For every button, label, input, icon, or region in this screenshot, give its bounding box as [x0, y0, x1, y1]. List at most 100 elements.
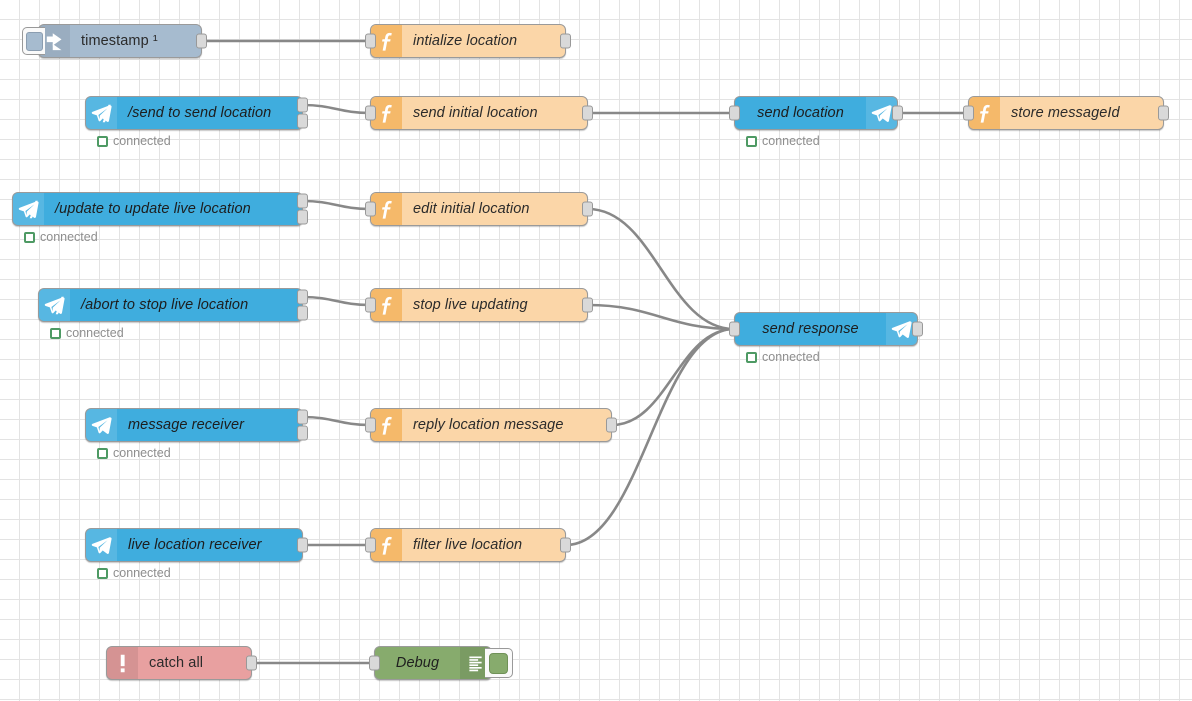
node-abort-command[interactable]: /abort to stop live location [38, 288, 308, 322]
status-indicator-icon [97, 567, 108, 579]
debug-toggle-button[interactable] [485, 648, 513, 678]
node-status-live-location-receiver: connected [97, 566, 171, 580]
node-label: send initial location [413, 105, 538, 121]
output-port-1[interactable] [297, 409, 308, 425]
function-f-icon [371, 193, 402, 225]
output-port-2[interactable] [297, 209, 308, 225]
node-status-send-command: connected [97, 134, 171, 148]
node-label: message receiver [128, 417, 245, 433]
output-port-2[interactable] [297, 113, 308, 129]
node-live-location-receiver[interactable]: live location receiver [85, 528, 308, 562]
inject-button-face [25, 31, 43, 51]
wire-stop-live-updating-to-send-response[interactable] [586, 303, 736, 331]
function-f-icon [371, 529, 402, 561]
output-port-1[interactable] [297, 193, 308, 209]
function-f-icon [371, 97, 402, 129]
output-port[interactable] [582, 105, 593, 121]
node-stop-live-updating[interactable]: stop live updating [365, 288, 593, 322]
wire-send-command-to-send-initial-location[interactable] [301, 103, 372, 115]
node-send-initial-location[interactable]: send initial location [365, 96, 593, 130]
input-port[interactable] [963, 105, 974, 121]
node-label: live location receiver [128, 537, 262, 553]
input-port[interactable] [365, 537, 376, 553]
status-label: connected [40, 230, 98, 244]
output-port[interactable] [297, 537, 308, 553]
input-port[interactable] [729, 321, 740, 337]
output-port[interactable] [582, 201, 593, 217]
node-debug[interactable]: Debug [369, 646, 513, 680]
input-port[interactable] [365, 201, 376, 217]
node-label: send response [762, 321, 859, 337]
node-message-receiver[interactable]: message receiver [85, 408, 308, 442]
node-label: send location [757, 105, 844, 121]
output-port[interactable] [246, 655, 257, 671]
status-label: connected [66, 326, 124, 340]
output-port[interactable] [606, 417, 617, 433]
wire-edit-initial-location-to-send-response[interactable] [586, 207, 736, 331]
telegram-command-icon [39, 289, 70, 321]
wire-abort-command-to-stop-live-updating[interactable] [301, 295, 372, 307]
output-port[interactable] [560, 537, 571, 553]
output-port-2[interactable] [297, 305, 308, 321]
input-port[interactable] [729, 105, 740, 121]
node-send-location[interactable]: send location [729, 96, 903, 130]
status-indicator-icon [97, 135, 108, 147]
function-f-icon [371, 289, 402, 321]
output-port-1[interactable] [297, 289, 308, 305]
output-port[interactable] [912, 321, 923, 337]
status-indicator-icon [746, 135, 757, 147]
debug-toggle-face [489, 652, 508, 674]
node-label: edit initial location [413, 201, 530, 217]
node-label: /send to send location [128, 105, 272, 121]
node-update-command[interactable]: /update to update live location [12, 192, 308, 226]
node-label: /update to update live location [55, 201, 251, 217]
input-port[interactable] [365, 33, 376, 49]
node-edit-initial-location[interactable]: edit initial location [365, 192, 593, 226]
input-port[interactable] [365, 297, 376, 313]
output-port-2[interactable] [297, 425, 308, 441]
input-port[interactable] [369, 655, 380, 671]
node-status-update-command: connected [24, 230, 98, 244]
exclamation-icon [107, 647, 138, 679]
node-label: intialize location [413, 33, 518, 49]
function-f-icon [969, 97, 1000, 129]
output-port[interactable] [1158, 105, 1169, 121]
input-port[interactable] [365, 105, 376, 121]
telegram-plane-icon [866, 97, 897, 129]
node-send-command[interactable]: /send to send location [85, 96, 308, 130]
status-label: connected [113, 446, 171, 460]
node-send-response[interactable]: send response [729, 312, 923, 346]
node-label: store messageId [1011, 105, 1120, 121]
wire-update-command-to-edit-initial-location[interactable] [301, 199, 372, 211]
status-indicator-icon [746, 351, 757, 363]
output-port[interactable] [196, 33, 207, 49]
node-status-send-response: connected [746, 350, 820, 364]
input-port[interactable] [365, 417, 376, 433]
node-timestamp[interactable]: timestamp ¹ [22, 24, 207, 58]
status-indicator-icon [97, 447, 108, 459]
node-status-message-receiver: connected [97, 446, 171, 460]
node-label: /abort to stop live location [81, 297, 249, 313]
node-label: filter live location [413, 537, 523, 553]
status-label: connected [762, 350, 820, 364]
inject-trigger-button[interactable] [22, 27, 45, 55]
status-indicator-icon [24, 231, 35, 243]
node-store-messageid[interactable]: store messageId [963, 96, 1169, 130]
wire-reply-location-message-to-send-response[interactable] [610, 327, 736, 427]
node-label: reply location message [413, 417, 564, 433]
output-port[interactable] [582, 297, 593, 313]
output-port-1[interactable] [297, 97, 308, 113]
telegram-plane-icon [86, 409, 117, 441]
output-port[interactable] [892, 105, 903, 121]
node-intialize-location[interactable]: intialize location [365, 24, 571, 58]
node-catch-all[interactable]: catch all [106, 646, 257, 680]
output-port[interactable] [560, 33, 571, 49]
wire-message-receiver-to-reply-location-message[interactable] [301, 415, 372, 427]
node-filter-live-location[interactable]: filter live location [365, 528, 571, 562]
telegram-command-icon [86, 97, 117, 129]
node-reply-location-message[interactable]: reply location message [365, 408, 617, 442]
node-status-send-location: connected [746, 134, 820, 148]
telegram-plane-icon [886, 313, 917, 345]
node-label: Debug [395, 655, 440, 671]
